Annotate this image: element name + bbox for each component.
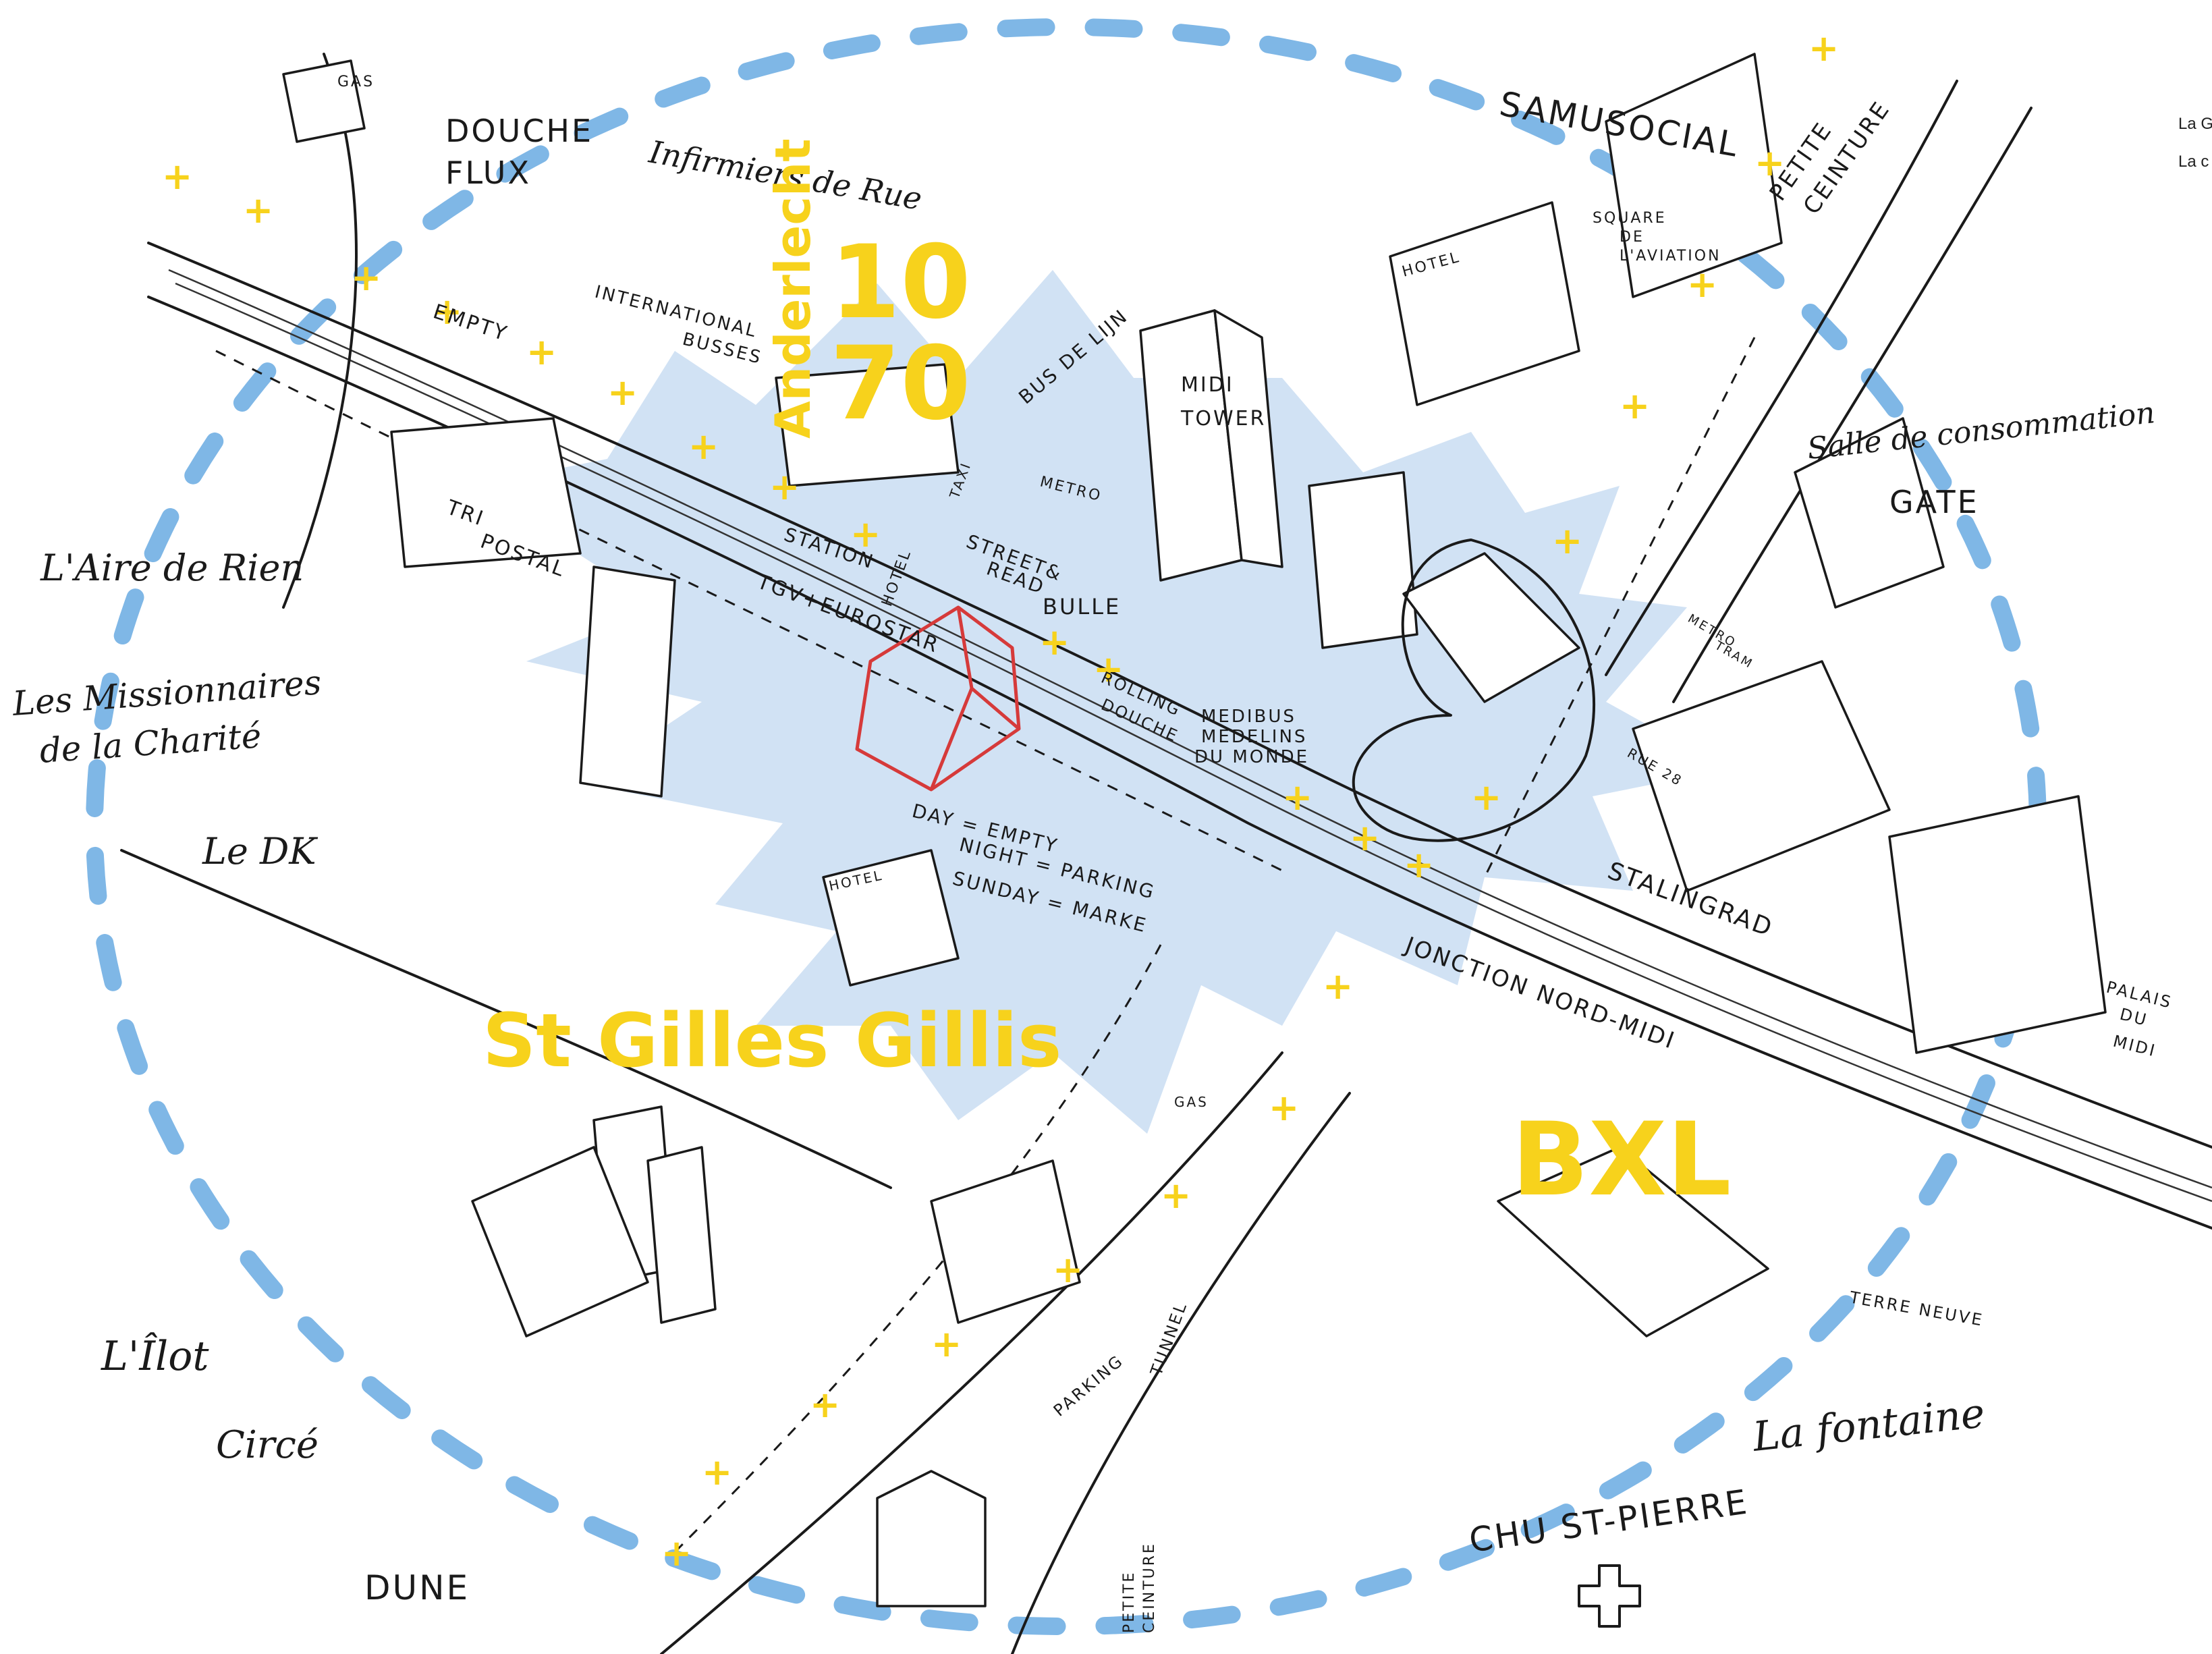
label-gate: GATE: [1889, 484, 1979, 520]
svg-text:+: +: [1620, 385, 1650, 427]
label-le-dk: Le DK: [202, 830, 318, 873]
label-bulle: BULLE: [1043, 594, 1121, 619]
svg-text:+: +: [243, 189, 273, 231]
label-gas-low: GAS: [1174, 1094, 1209, 1110]
label-bxl: BXL: [1512, 1101, 1732, 1219]
label-code-10: 10: [830, 224, 971, 341]
svg-text:+: +: [702, 1451, 732, 1493]
buildings: [282, 53, 2107, 1607]
label-la-fontaine: La fontaine: [1750, 1389, 1987, 1461]
label-salle: Salle de consommation: [1806, 395, 2157, 466]
svg-text:+: +: [1808, 27, 1839, 70]
yellow-route: +++ +++ +++ +++ +++ +++ ++ +++ +++ ++: [162, 27, 1839, 1574]
hospital-cross-icon: [1578, 1564, 1641, 1628]
side-text-panel: La G mai And ici d Ixel de l déjà des La…: [2178, 115, 2212, 493]
label-medelins: MEDELINS: [1201, 727, 1307, 747]
label-empty: EMPTY: [431, 300, 511, 346]
svg-text:+: +: [931, 1323, 962, 1365]
roundabout: [1352, 539, 1595, 842]
svg-text:+: +: [1350, 817, 1380, 859]
svg-text:+: +: [1754, 142, 1785, 184]
svg-text:+: +: [661, 1532, 692, 1574]
svg-text:+: +: [607, 371, 638, 414]
label-midi-palais: MIDI: [2111, 1032, 2159, 1061]
svg-text:+: +: [850, 513, 881, 555]
svg-text:+: +: [351, 256, 381, 299]
svg-text:+: +: [1471, 776, 1501, 819]
label-st-gilles: St Gilles Gillis: [482, 997, 1061, 1084]
label-aire-de-rien: L'Aire de Rien: [40, 547, 304, 589]
label-square-2: DE: [1620, 229, 1644, 246]
label-gas-top: GAS: [337, 74, 375, 90]
label-tower: TOWER: [1180, 407, 1266, 431]
label-anderlecht: Anderlecht: [765, 138, 821, 439]
label-jonction: JONCTION NORD-MIDI: [1400, 931, 1680, 1055]
yellow-labels: 10 70 Anderlecht St Gilles Gillis BXL: [482, 138, 1732, 1219]
label-square-1: SQUARE: [1593, 210, 1667, 227]
label-medibus: MEDIBUS: [1201, 707, 1296, 727]
central-zone: [472, 270, 1727, 1134]
label-du: DU: [2118, 1005, 2151, 1030]
label-petite-low: PETITE: [1121, 1571, 1138, 1633]
label-ceinture-low: CEINTURE: [1141, 1542, 1158, 1633]
label-missionnaires-2: de la Charité: [38, 716, 262, 771]
label-circe: Circé: [216, 1423, 319, 1467]
svg-text:+: +: [810, 1383, 840, 1426]
svg-text:+: +: [432, 290, 462, 333]
svg-text:+: +: [1404, 844, 1434, 886]
label-midi: MIDI: [1181, 373, 1234, 397]
svg-text:+: +: [1039, 621, 1070, 663]
side-paragraph-2: La c la s mob aute acte de c: [2178, 153, 2212, 171]
label-international: INTERNATIONAL: [592, 282, 759, 342]
svg-text:+: +: [1053, 1248, 1083, 1291]
label-du-monde: DU MONDE: [1194, 747, 1309, 767]
label-square-3: L'AVIATION: [1620, 248, 1721, 265]
svg-text:+: +: [1552, 520, 1582, 562]
svg-text:+: +: [1323, 965, 1353, 1008]
side-paragraph-1: La G mai And ici d Ixel de l déjà des: [2178, 115, 2212, 133]
label-parking: PARKING: [1050, 1351, 1128, 1421]
label-lilot: L'Îlot: [101, 1332, 209, 1380]
label-missionnaires-1: Les Missionnaires: [11, 663, 323, 723]
svg-text:+: +: [769, 466, 800, 508]
label-tunnel: TUNNEL: [1146, 1299, 1191, 1379]
svg-text:+: +: [1269, 1086, 1299, 1129]
svg-text:+: +: [1282, 776, 1312, 819]
label-flux: FLUX: [445, 155, 531, 191]
svg-text:+: +: [1093, 648, 1124, 690]
svg-text:+: +: [688, 425, 719, 468]
label-palais: PALAIS: [2105, 978, 2175, 1012]
svg-text:+: +: [1687, 263, 1717, 306]
label-code-70: 70: [830, 325, 971, 443]
label-dune: DUNE: [364, 1568, 470, 1607]
svg-text:+: +: [526, 331, 557, 373]
label-douche: DOUCHE: [445, 113, 593, 149]
label-terre-neuve: TERRE NEUVE: [1848, 1288, 1985, 1330]
svg-text:+: +: [1161, 1174, 1191, 1217]
svg-text:+: +: [162, 155, 192, 198]
